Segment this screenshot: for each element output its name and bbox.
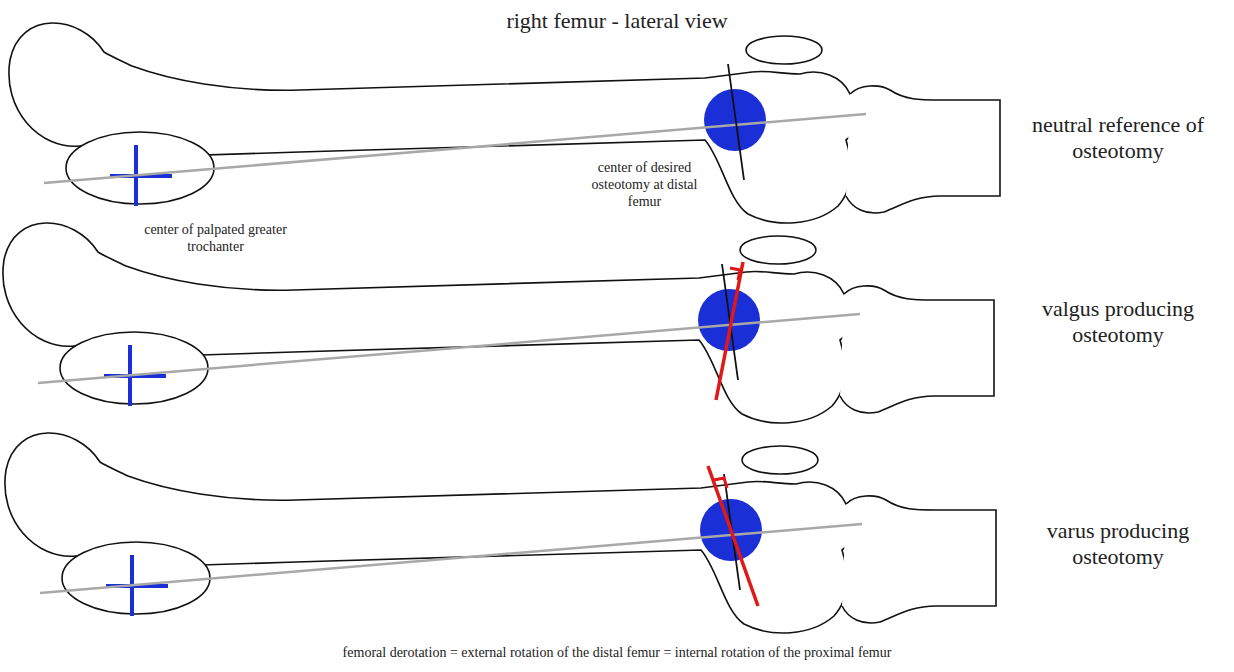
callout-label: center of palpated greater trochanter xyxy=(128,222,303,256)
diagram-caption: femoral derotation = external rotation o… xyxy=(60,645,1174,662)
callout-label: center of desired osteotomy at distal fe… xyxy=(582,160,707,210)
row-label: neutral reference of osteotomy xyxy=(1018,112,1218,165)
row-label: valgus producing osteotomy xyxy=(1018,296,1218,349)
row-label: varus producing osteotomy xyxy=(1018,518,1218,571)
diagram-title: right femur - lateral view xyxy=(317,8,917,34)
